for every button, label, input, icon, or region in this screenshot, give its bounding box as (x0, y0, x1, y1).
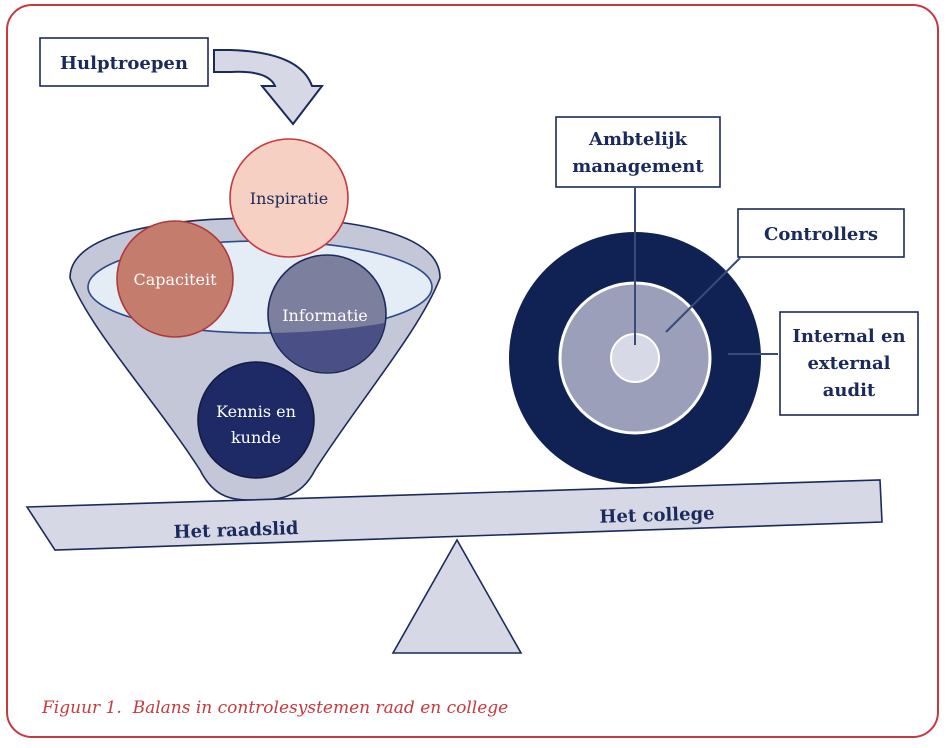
ball-capaciteit-label: Capaciteit (133, 270, 217, 289)
audit-box (779, 311, 919, 416)
hulptroepen-label: Hulptroepen (60, 53, 188, 74)
audit-label-2: external (807, 353, 890, 374)
controllers-box (737, 208, 905, 258)
connector-controllers (665, 257, 741, 333)
audit-label-1: Internal en (792, 326, 905, 347)
ball-kennis-en-kunde (197, 361, 315, 479)
figure-frame (6, 4, 939, 738)
fulcrum-triangle (391, 538, 523, 654)
curved-arrow-icon (213, 49, 325, 126)
ambtelijk-management-box (555, 116, 721, 188)
audit-label-3: audit (823, 380, 876, 401)
caption-text: Balans in controlesystemen raad en colle… (132, 698, 509, 718)
controllers-label: Controllers (764, 224, 878, 245)
ball-inspiratie-label: Inspiratie (250, 189, 328, 208)
ball-inspiratie (229, 138, 349, 258)
beam-label-college: Het college (599, 503, 715, 528)
balance-beam (25, 479, 883, 551)
beam-label-raadslid: Het raadslid (173, 518, 299, 543)
figure-caption: Figuur 1. Balans in controlesystemen raa… (42, 698, 508, 718)
ball-informatie-label: Informatie (282, 306, 368, 325)
ball-kennis-label-1: Kennis en (216, 402, 296, 421)
caption-figure-number: Figuur 1. (42, 698, 122, 718)
ambtelijk-label-1: Ambtelijk (588, 129, 688, 150)
hulptroepen-box (39, 37, 209, 87)
ball-capaciteit (116, 220, 234, 338)
ambtelijk-label-2: management (572, 156, 704, 177)
ball-kennis-label-2: kunde (231, 428, 281, 447)
